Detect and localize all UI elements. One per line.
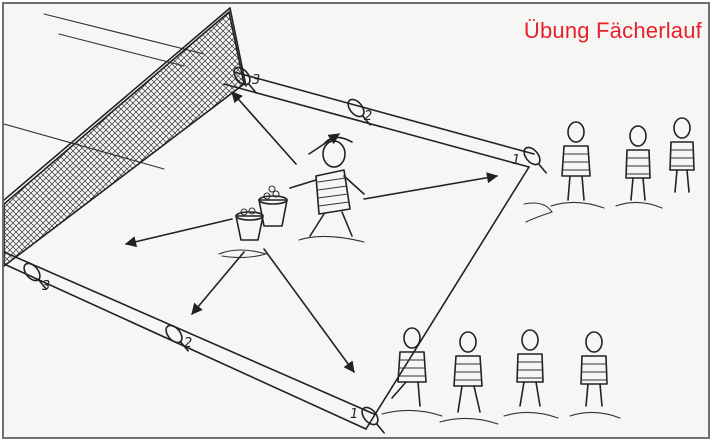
racket-group: 3 2 1 3 2 1: [23, 66, 547, 434]
run-arrows: [124, 91, 499, 373]
ball-buckets: [218, 185, 288, 259]
racket-icon: [523, 146, 547, 174]
waiting-players-bottom: [381, 327, 621, 425]
racket-label: 3: [252, 73, 260, 88]
racket-label: 2: [184, 336, 192, 351]
racket-label: 1: [350, 407, 358, 422]
tennis-net: [4, 7, 247, 268]
court-drawing: 3 2 1 3 2 1: [4, 7, 695, 434]
racket-label: 1: [512, 153, 520, 168]
racket-icon: [233, 66, 257, 94]
waiting-players-right: [523, 117, 695, 223]
racket-icon: [361, 406, 385, 434]
racket-icon: [23, 262, 47, 290]
racket-icon: [347, 98, 371, 126]
racket-label: 3: [42, 279, 50, 294]
center-player: [289, 136, 365, 243]
racket-icon: [165, 324, 189, 352]
racket-label: 2: [364, 109, 372, 124]
exercise-title: Übung Fächerlauf: [523, 18, 702, 43]
